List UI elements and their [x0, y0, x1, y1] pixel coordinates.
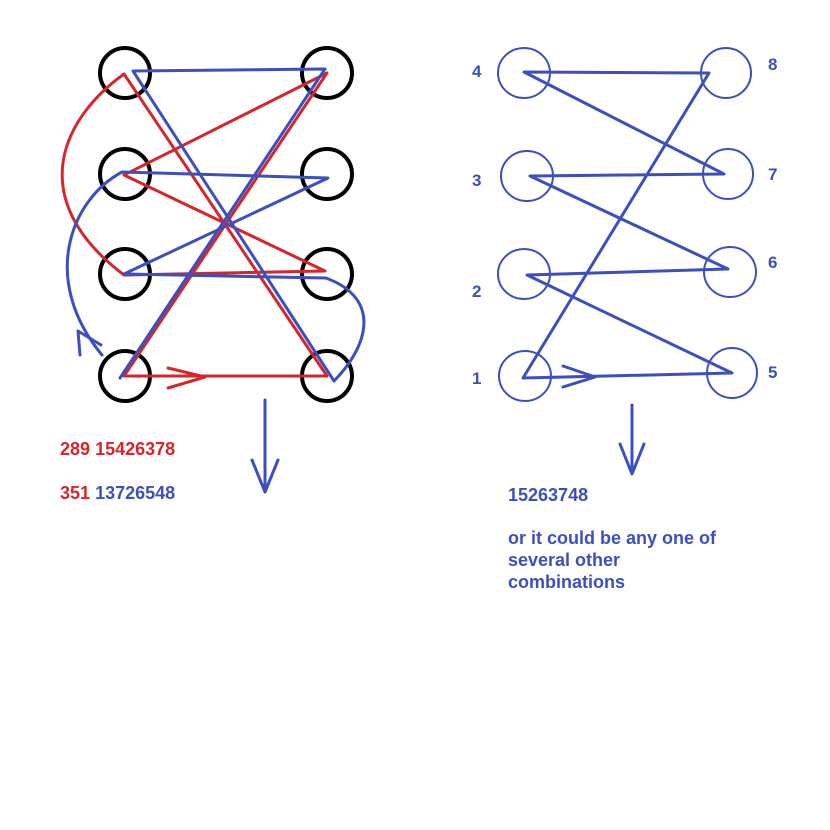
code-line-1: 289 15426378 — [60, 438, 175, 460]
right-path-line — [521, 70, 734, 380]
red-path — [60, 71, 329, 390]
blue-arrow-icon — [76, 329, 103, 357]
node-label-2: 2 — [472, 282, 481, 301]
code-value: 15426378 — [95, 439, 176, 459]
code-value: 13726548 — [95, 483, 176, 503]
node-label-4: 4 — [472, 62, 482, 81]
blue-path-line — [65, 67, 366, 383]
note-line-1: or it could be any one of — [508, 528, 717, 548]
note-line-2: several other — [508, 550, 621, 570]
node-label-8: 8 — [768, 55, 777, 74]
node-label-6: 6 — [768, 253, 777, 272]
left-node — [300, 247, 354, 301]
node-label-3: 3 — [472, 171, 481, 190]
right-node-labels: 1 2 3 4 5 6 7 8 — [472, 55, 777, 388]
node-label-7: 7 — [768, 165, 777, 184]
red-path-line — [60, 71, 329, 378]
right-arrow-icon — [561, 364, 597, 389]
down-arrow-icon — [250, 398, 280, 494]
red-arrow-icon — [166, 366, 207, 390]
left-node — [300, 147, 354, 201]
code-line-2: 351 13726548 — [60, 482, 175, 504]
down-arrow-icon — [618, 403, 646, 476]
code-prefix: 351 — [60, 483, 91, 503]
note-line-3: combinations — [508, 572, 626, 592]
right-node — [703, 246, 757, 298]
right-diagram — [497, 47, 758, 476]
node-label-5: 5 — [768, 363, 777, 382]
node-label-1: 1 — [472, 369, 481, 388]
code-prefix: 289 — [60, 439, 91, 459]
result-code: 15263748 — [508, 485, 589, 505]
blue-path — [65, 67, 366, 494]
left-node — [300, 46, 354, 100]
left-node — [98, 46, 152, 100]
